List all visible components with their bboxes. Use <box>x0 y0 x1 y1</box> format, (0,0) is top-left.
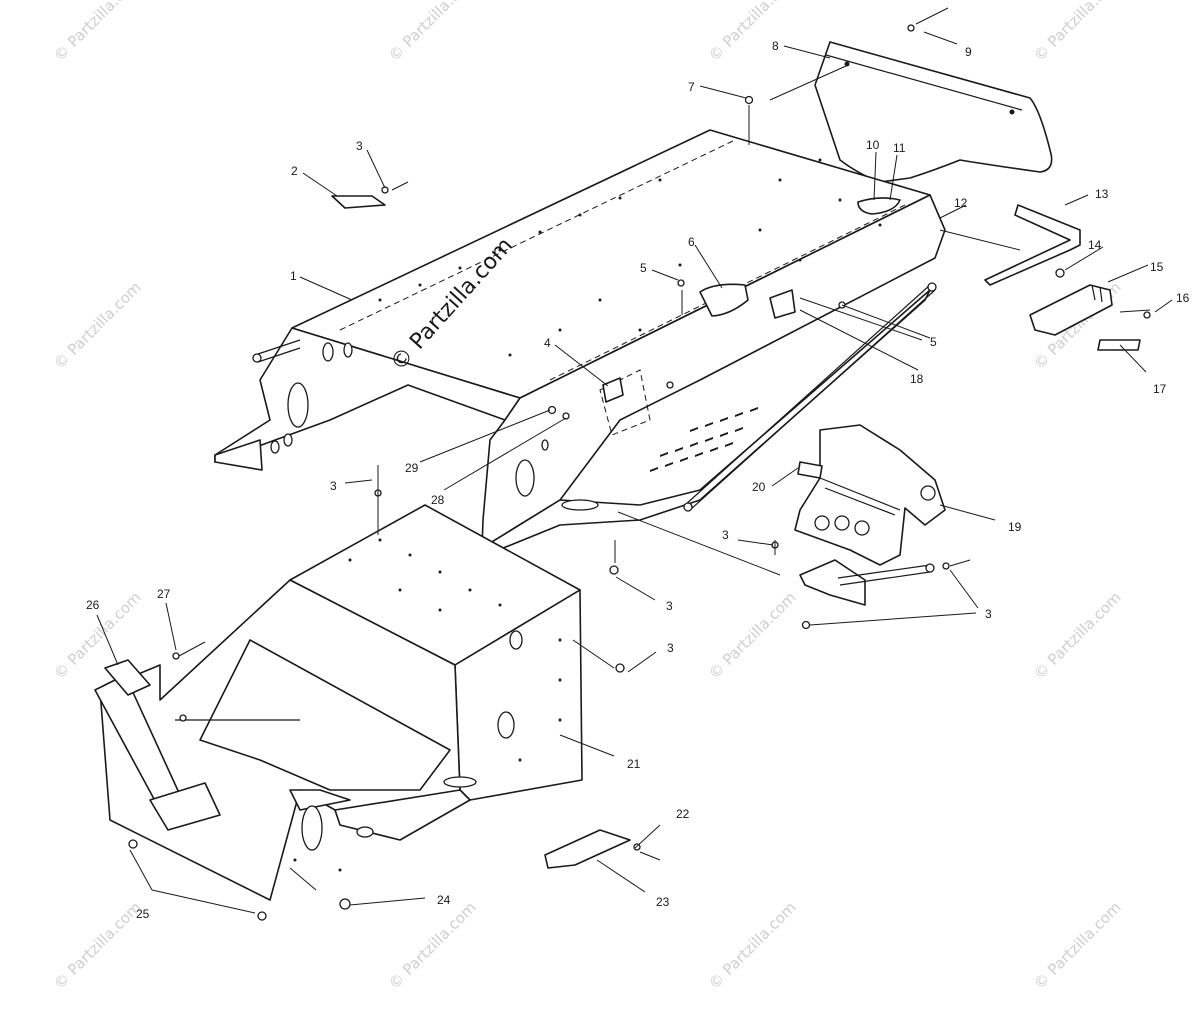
watermark: © Partzilla.com <box>705 588 800 683</box>
fasteners <box>128 24 1151 921</box>
callout-14: 14 <box>1088 238 1102 252</box>
callout-8: 8 <box>772 39 779 53</box>
watermark: © Partzilla.com <box>385 898 480 993</box>
callout-18: 18 <box>910 372 924 386</box>
callout-26: 26 <box>86 598 100 612</box>
label-part-17 <box>1097 339 1141 351</box>
leader-lines <box>96 7 1173 914</box>
vent-slots <box>650 407 758 472</box>
callout-3: 3 <box>356 139 363 153</box>
callout-22: 22 <box>676 807 690 821</box>
callout-10: 10 <box>866 138 880 152</box>
callout-4: 4 <box>544 336 551 350</box>
watermark: © Partzilla.com <box>50 898 145 993</box>
watermark: © Partzilla.com <box>50 278 145 373</box>
callout-labels: 1 2 3 4 5 6 7 8 9 10 11 12 13 14 15 16 1… <box>86 39 1190 921</box>
bracket-part-23 <box>544 829 631 869</box>
callout-13: 13 <box>1095 187 1109 201</box>
callout-25: 25 <box>136 907 150 921</box>
callout-24: 24 <box>437 893 451 907</box>
callout-6: 6 <box>688 235 695 249</box>
callout-1: 1 <box>290 269 297 283</box>
watermark: © Partzilla.com <box>50 0 145 65</box>
callout-3: 3 <box>722 528 729 542</box>
watermark: © Partzilla.com <box>1030 0 1125 65</box>
callout-15: 15 <box>1150 260 1164 274</box>
callout-20: 20 <box>752 480 766 494</box>
watermark: © Partzilla.com <box>385 0 480 65</box>
callout-7: 7 <box>688 80 695 94</box>
callout-11: 11 <box>893 141 906 155</box>
callout-17: 17 <box>1153 382 1167 396</box>
watermark: © Partzilla.com <box>1030 588 1125 683</box>
bumper-part-15 <box>1029 284 1113 336</box>
watermark: © Partzilla.com <box>705 898 800 993</box>
callout-3: 3 <box>330 479 337 493</box>
callout-3: 3 <box>667 641 674 655</box>
callout-28: 28 <box>431 493 445 507</box>
callout-2: 2 <box>291 164 298 178</box>
tunnel-part-1 <box>214 129 946 556</box>
callout-5: 5 <box>640 261 647 275</box>
callout-19: 19 <box>1008 520 1022 534</box>
callout-23: 23 <box>656 895 670 909</box>
callout-16: 16 <box>1176 291 1190 305</box>
rear-flap-part-8 <box>814 41 1053 183</box>
plate-part-2 <box>331 195 386 209</box>
bracket-part-19 <box>794 424 946 606</box>
callout-3: 3 <box>985 607 992 621</box>
callout-9: 9 <box>965 45 972 59</box>
callout-21: 21 <box>627 757 641 771</box>
callout-3: 3 <box>666 599 673 613</box>
watermark: © Partzilla.com <box>1030 898 1125 993</box>
callout-27: 27 <box>157 587 171 601</box>
bulkhead-part-21 <box>94 504 583 901</box>
watermark: © Partzilla.com <box>705 0 800 65</box>
callout-12: 12 <box>954 196 968 210</box>
bracket-part-13 <box>984 204 1081 286</box>
callout-5: 5 <box>930 335 937 349</box>
callout-29: 29 <box>405 461 419 475</box>
